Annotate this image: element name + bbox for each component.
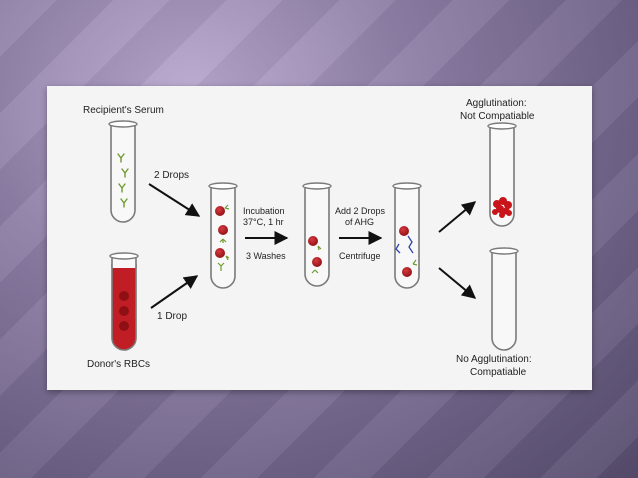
arrow-to-no-agglutination [438, 267, 477, 299]
no-agglutination-label: No Agglutination: [456, 354, 532, 365]
compatible-label: Compatiable [470, 367, 527, 378]
crossmatch-diagram: Recipient's Serum Donor's RBCs 2 Drops 1… [83, 98, 535, 378]
ahg-label: of AHG [345, 217, 374, 227]
arrow-to-agglutination [438, 201, 477, 233]
arrow-serum-to-mix [148, 183, 201, 217]
antibody-group [117, 153, 129, 208]
no-agglutination-tube [489, 247, 519, 351]
antibody-icon [120, 198, 128, 208]
donor-rbc-tube [109, 252, 139, 351]
antibody-icon [117, 153, 125, 163]
arrow-rbc-to-mix [150, 275, 199, 309]
washed-tube [302, 182, 332, 287]
ahg-tube [392, 182, 422, 289]
add-ahg-label: Add 2 Drops [335, 206, 386, 216]
crossmatch-diagram-panel: Recipient's Serum Donor's RBCs 2 Drops 1… [47, 86, 592, 390]
one-drop-label: 1 Drop [157, 311, 187, 322]
incubation-label: Incubation [243, 206, 285, 216]
centrifuge-label: Centrifuge [339, 251, 381, 261]
rbc-cell [119, 321, 129, 331]
not-compatible-label: Not Compatiable [460, 111, 535, 122]
two-drops-label: 2 Drops [154, 170, 189, 181]
donor-rbcs-label: Donor's RBCs [87, 359, 150, 370]
rbc-cell [119, 306, 129, 316]
washes-label: 3 Washes [246, 251, 286, 261]
mixed-tube [208, 182, 238, 289]
rbc-cell [119, 291, 129, 301]
antibody-icon [121, 168, 129, 178]
agglutination-label: Agglutination: [466, 98, 527, 109]
antibody-icon [118, 183, 126, 193]
recipient-serum-label: Recipient's Serum [83, 105, 164, 116]
agglutination-tube [487, 122, 517, 227]
incubation-temp-label: 37°C, 1 hr [243, 217, 284, 227]
serum-tube [108, 120, 138, 223]
agglutinated-cluster [492, 197, 512, 218]
